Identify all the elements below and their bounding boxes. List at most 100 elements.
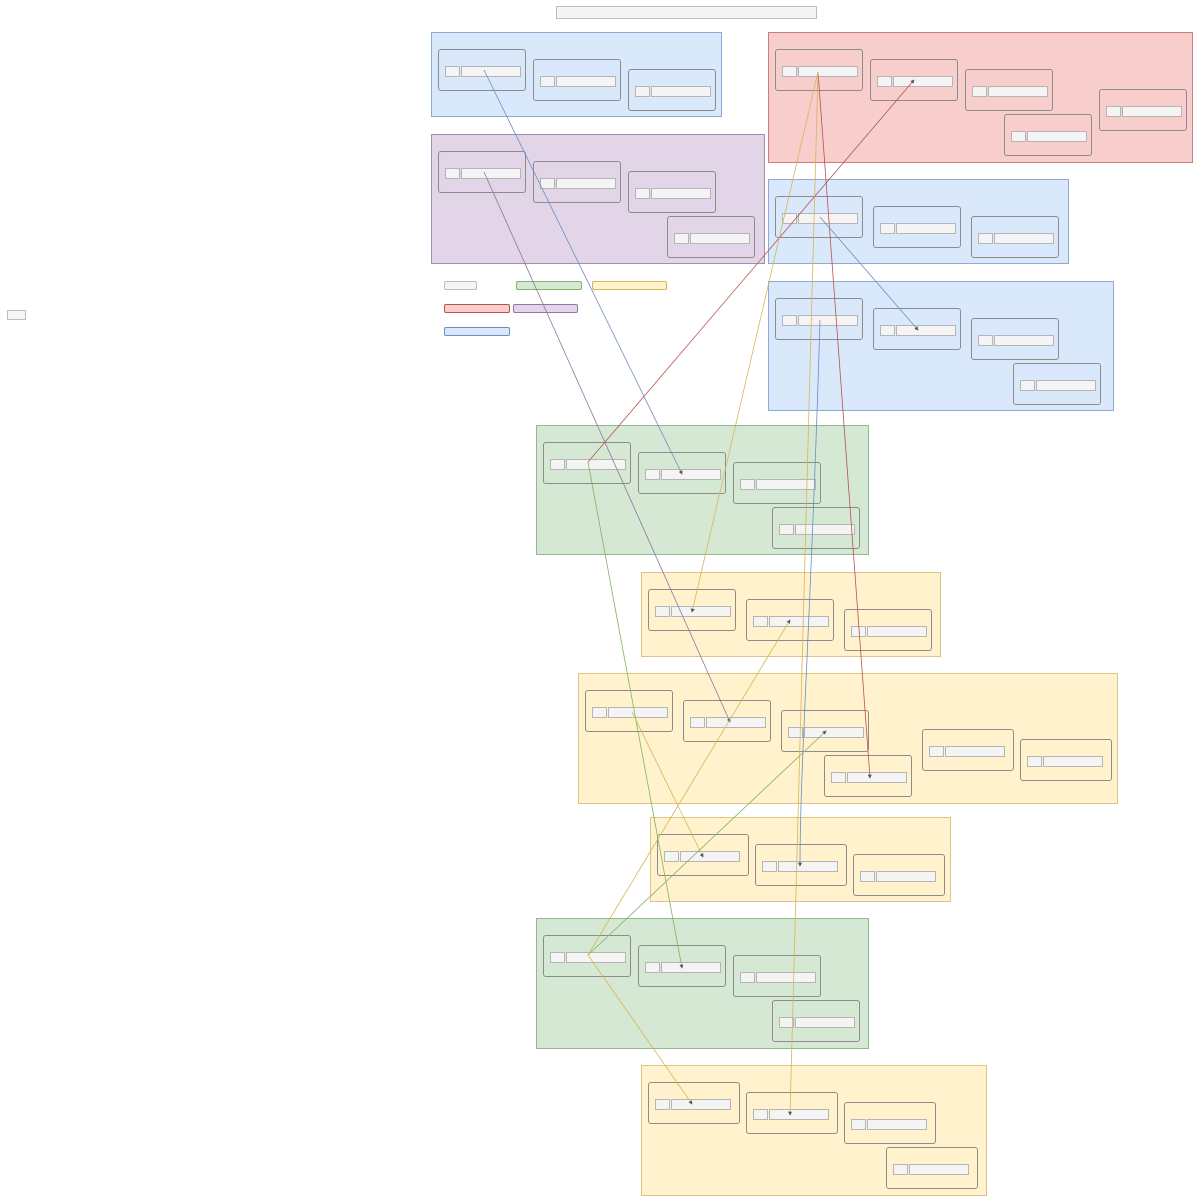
legend-chip-gray bbox=[444, 281, 477, 290]
node-g1-4[interactable] bbox=[772, 507, 860, 549]
node-field bbox=[556, 178, 616, 189]
node-b2-2[interactable] bbox=[873, 206, 961, 248]
node-r1-3[interactable] bbox=[965, 69, 1053, 111]
node-field bbox=[945, 746, 1005, 757]
node-y2-1[interactable] bbox=[585, 690, 673, 732]
node-field bbox=[778, 861, 838, 872]
node-field bbox=[1027, 131, 1087, 142]
node-p1-2[interactable] bbox=[533, 161, 621, 203]
node-icon bbox=[655, 1099, 670, 1110]
node-y3-3[interactable] bbox=[853, 854, 945, 896]
node-b3-4[interactable] bbox=[1013, 363, 1101, 405]
node-field bbox=[876, 871, 936, 882]
group-blue-3 bbox=[768, 281, 1114, 411]
node-y3-1[interactable] bbox=[657, 834, 749, 876]
node-field bbox=[566, 459, 626, 470]
node-b2-3[interactable] bbox=[971, 216, 1059, 258]
node-icon bbox=[1027, 756, 1042, 767]
node-icon bbox=[762, 861, 777, 872]
node-g2-3[interactable] bbox=[733, 955, 821, 997]
node-field bbox=[988, 86, 1048, 97]
node-field bbox=[651, 188, 711, 199]
node-b3-1[interactable] bbox=[775, 298, 863, 340]
node-icon bbox=[880, 325, 895, 336]
node-field bbox=[461, 168, 521, 179]
node-icon bbox=[972, 86, 987, 97]
node-icon bbox=[445, 66, 460, 77]
node-icon bbox=[540, 76, 555, 87]
group-yellow-2 bbox=[578, 673, 1118, 804]
node-b1-3[interactable] bbox=[628, 69, 716, 111]
node-y2-4[interactable] bbox=[824, 755, 912, 797]
node-y2-2[interactable] bbox=[683, 700, 771, 742]
node-y4-2[interactable] bbox=[746, 1092, 838, 1134]
node-icon bbox=[782, 66, 797, 77]
node-g2-1[interactable] bbox=[543, 935, 631, 977]
node-field bbox=[769, 1109, 829, 1120]
node-field bbox=[756, 972, 816, 983]
node-y1-1[interactable] bbox=[648, 589, 736, 631]
node-b3-2[interactable] bbox=[873, 308, 961, 350]
node-icon bbox=[877, 76, 892, 87]
node-y2-3[interactable] bbox=[781, 710, 869, 752]
group-red-1 bbox=[768, 32, 1193, 163]
node-r1-1[interactable] bbox=[775, 49, 863, 91]
node-field bbox=[1036, 380, 1096, 391]
node-field bbox=[661, 962, 721, 973]
node-field bbox=[671, 606, 731, 617]
node-p1-4[interactable] bbox=[667, 216, 755, 258]
node-b1-2[interactable] bbox=[533, 59, 621, 101]
node-y4-4[interactable] bbox=[886, 1147, 978, 1189]
node-y4-3[interactable] bbox=[844, 1102, 936, 1144]
node-icon bbox=[645, 962, 660, 973]
node-field bbox=[706, 717, 766, 728]
node-field bbox=[661, 469, 721, 480]
node-b2-1[interactable] bbox=[775, 196, 863, 238]
node-b3-3[interactable] bbox=[971, 318, 1059, 360]
node-b1-1[interactable] bbox=[438, 49, 526, 91]
node-y1-3[interactable] bbox=[844, 609, 932, 651]
node-g2-4[interactable] bbox=[772, 1000, 860, 1042]
node-y1-2[interactable] bbox=[746, 599, 834, 641]
node-icon bbox=[860, 871, 875, 882]
node-field bbox=[795, 1017, 855, 1028]
node-field bbox=[608, 707, 668, 718]
node-p1-1[interactable] bbox=[438, 151, 526, 193]
node-y4-1[interactable] bbox=[648, 1082, 740, 1124]
node-y3-2[interactable] bbox=[755, 844, 847, 886]
legend-chip-red bbox=[444, 304, 510, 313]
node-g1-3[interactable] bbox=[733, 462, 821, 504]
node-r1-4[interactable] bbox=[1004, 114, 1092, 156]
node-icon bbox=[740, 972, 755, 983]
node-icon bbox=[635, 188, 650, 199]
group-blue-2 bbox=[768, 179, 1069, 264]
node-icon bbox=[674, 233, 689, 244]
node-g1-1[interactable] bbox=[543, 442, 631, 484]
node-y2-6[interactable] bbox=[1020, 739, 1112, 781]
node-icon bbox=[592, 707, 607, 718]
node-icon bbox=[753, 1109, 768, 1120]
node-field bbox=[867, 1119, 927, 1130]
node-field bbox=[909, 1164, 969, 1175]
node-p1-3[interactable] bbox=[628, 171, 716, 213]
node-field bbox=[566, 952, 626, 963]
node-r1-5[interactable] bbox=[1099, 89, 1187, 131]
node-icon bbox=[635, 86, 650, 97]
group-green-2 bbox=[536, 918, 869, 1049]
node-g2-2[interactable] bbox=[638, 945, 726, 987]
node-icon bbox=[753, 616, 768, 627]
group-purple-1 bbox=[431, 134, 765, 264]
node-icon bbox=[978, 335, 993, 346]
node-y2-5[interactable] bbox=[922, 729, 1014, 771]
node-r1-2[interactable] bbox=[870, 59, 958, 101]
node-g1-2[interactable] bbox=[638, 452, 726, 494]
node-field bbox=[798, 315, 858, 326]
node-field bbox=[847, 772, 907, 783]
node-icon bbox=[782, 213, 797, 224]
node-icon bbox=[645, 469, 660, 480]
node-icon bbox=[1020, 380, 1035, 391]
side-tab bbox=[7, 310, 26, 320]
node-icon bbox=[851, 1119, 866, 1130]
node-icon bbox=[788, 727, 803, 738]
node-field bbox=[461, 66, 521, 77]
